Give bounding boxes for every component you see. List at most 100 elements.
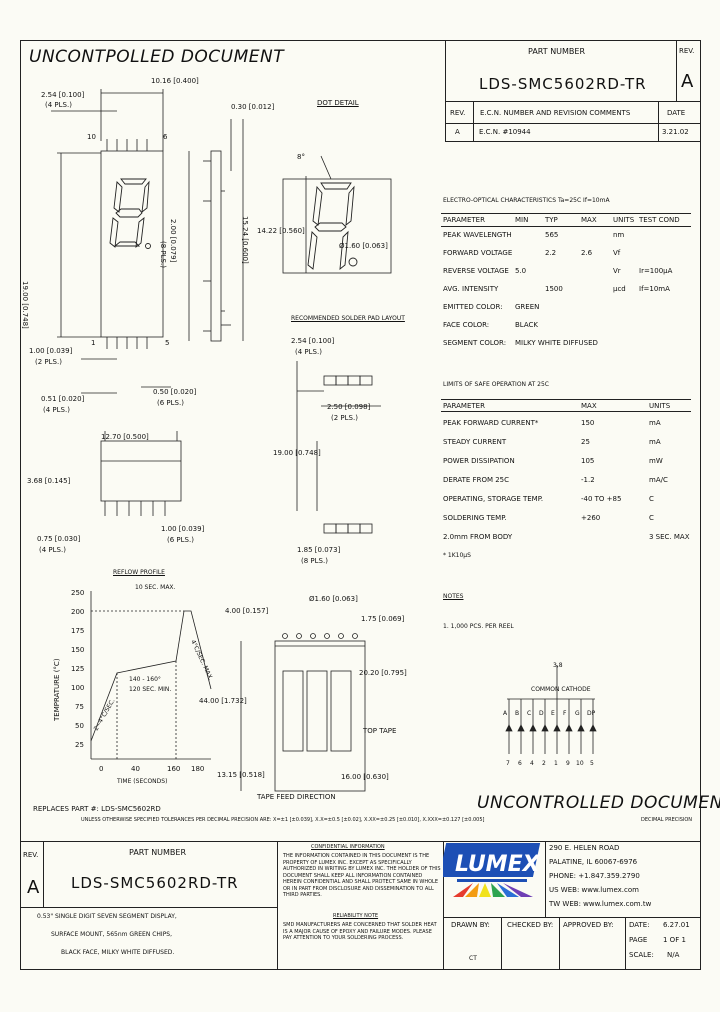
uncontrolled-watermark-bottom: UNCONTROLLED DOCUMENT: [477, 793, 720, 813]
part-number-label: PART NUMBER: [528, 47, 586, 56]
ecn-col-header: E.C.N. NUMBER AND REVISION COMMENTS: [480, 109, 631, 117]
reflow-ytick-150: 150: [71, 646, 84, 654]
eo-cell: 1500: [545, 285, 563, 293]
limits-cell: mA: [649, 438, 661, 446]
dim-1-00b: 1.00 [0.039]: [161, 525, 205, 533]
technical-drawings: [51, 89, 392, 792]
replaces-note: REPLACES PART #: LDS-SMC5602RD: [33, 805, 161, 813]
pin-9: 9: [566, 760, 570, 767]
eo-cell: PEAK WAVELENGTH: [443, 231, 512, 239]
dim-0-30: 0.30 [0.012]: [231, 103, 275, 111]
dim-19-00-h: 19.00 [0.748]: [273, 449, 321, 457]
dim-angle: 8°: [297, 153, 305, 161]
reflow-chart: 250 200 175 150 125 100 75 50 25 0 40 16…: [53, 584, 214, 785]
eo-cell: BLACK: [515, 321, 539, 329]
eo-cell: If=10mA: [639, 285, 670, 293]
drawing-sheet: UNCONTPOLLED DOCUMENT PART NUMBER LDS-SM…: [20, 40, 720, 970]
dim-1-85-pls: (8 PLS.): [301, 557, 328, 565]
decimal-precision-note: DECIMAL PRECISION: [641, 817, 693, 823]
reflow-ytick-75: 75: [75, 703, 84, 711]
limits-cell: -1.2: [581, 476, 595, 484]
cc-pin-top: 3,8: [553, 662, 563, 669]
limits-cell: C: [649, 514, 654, 522]
eo-cell: 565: [545, 231, 559, 239]
drawn-by-value: CT: [469, 955, 477, 962]
solder-pad-layout: [100, 361, 381, 534]
confidential-body: THE INFORMATION CONTAINED IN THIS DOCUME…: [283, 853, 441, 898]
reliability-title: RELIABILITY NOTE: [333, 913, 379, 919]
eo-cell: MILKY WHITE DIFFUSED: [515, 339, 598, 347]
seg-g: G: [575, 710, 580, 717]
limits-cell: 105: [581, 457, 595, 465]
pin-1-label: 1: [91, 339, 96, 347]
description-line-2: SURFACE MOUNT, 565nm GREEN CHIPS,: [51, 931, 173, 938]
limits-cell: mA: [649, 419, 661, 427]
pad-layout-title: RECOMMENDED SOLDER PAD LAYOUT: [291, 315, 405, 322]
eo-cell: Vr: [613, 267, 621, 275]
eo-cell: Vf: [613, 249, 621, 257]
company-us-web[interactable]: US WEB: www.lumex.com: [549, 886, 639, 894]
limits-cell: 2.0mm FROM BODY: [443, 533, 513, 541]
page-label: PAGE: [629, 936, 648, 944]
reliability-body: SMD MANUFACTURERS ARE CONCERNED THAT SOL…: [283, 922, 437, 941]
bottom-part-number-label: PART NUMBER: [129, 848, 187, 857]
eo-cell: 5.0: [515, 267, 527, 275]
limits-cell: STEADY CURRENT: [443, 438, 507, 446]
dim-0-51-pls: (4 PLS.): [43, 406, 70, 414]
eo-header-4: UNITS: [613, 216, 635, 224]
tape-dim-13-15: 13.15 [0.518]: [217, 771, 265, 779]
bottom-part-number: LDS-SMC5602RD-TR: [71, 874, 239, 892]
pin-6-label: 6: [163, 133, 168, 141]
eo-cell: GREEN: [515, 303, 540, 311]
tape-feed-direction: TAPE FEED DIRECTION: [257, 793, 336, 801]
pin-4: 4: [530, 760, 534, 767]
drawn-by-label: DRAWN BY:: [451, 921, 490, 929]
tape-dim-1-60: Ø1.60 [0.063]: [309, 595, 358, 603]
seg-b: B: [515, 710, 519, 717]
reflow-ytick-25: 25: [75, 741, 84, 749]
tape-dim-20-20: 20.20 [0.795]: [359, 669, 407, 677]
reflow-ytick-175: 175: [71, 627, 84, 635]
tape-dim-44-00: 44.00 [1.732]: [199, 697, 247, 705]
address-line-1: 290 E. HELEN ROAD: [549, 844, 620, 852]
reflow-ann-ramp-down: 4°C/SEC. MAX.: [189, 639, 214, 682]
tape-drawing: [240, 633, 366, 792]
company-tw-web[interactable]: TW WEB: www.lumex.com.tw: [549, 900, 652, 908]
dim-0-50-pls: (6 PLS.): [157, 399, 184, 407]
limits-header-1: MAX: [581, 402, 597, 410]
dim-0-75: 0.75 [0.030]: [37, 535, 81, 543]
eo-header-1: MIN: [515, 216, 529, 224]
reflow-xtick-0: 0: [99, 765, 103, 773]
pin-7: 7: [506, 760, 510, 767]
tolerance-note: UNLESS OTHERWISE SPECIFIED TOLERANCES PE…: [81, 817, 485, 823]
eo-cell: FORWARD VOLTAGE: [443, 249, 513, 257]
eo-header-5: TEST COND: [639, 216, 680, 224]
bottom-rev-label: REV.: [23, 851, 39, 859]
dim-3-68: 3.68 [0.145]: [27, 477, 71, 485]
dim-2-00-pls: (8 PLS.): [159, 241, 167, 268]
eo-header-2: TYP: [545, 216, 558, 224]
address-line-2: PALATINE, IL 60067-6976: [549, 858, 638, 866]
company-phone: PHONE: +1.847.359.2790: [549, 872, 640, 880]
eo-cell: FACE COLOR:: [443, 321, 490, 329]
limits-cell: POWER DISSIPATION: [443, 457, 515, 465]
dim-2-00: 2.00 [0.079]: [169, 219, 177, 263]
rev-row-date: 3.21.02: [662, 128, 689, 136]
reflow-title: REFLOW PROFILE: [113, 569, 165, 576]
limits-footnote: * 1K10µS: [443, 552, 471, 559]
reflow-ann-max: 10 SEC. MAX.: [135, 584, 176, 591]
part-number: LDS-SMC5602RD-TR: [479, 75, 647, 93]
pin-6: 6: [518, 760, 522, 767]
reflow-xlabel: TIME (SECONDS): [116, 778, 167, 785]
limits-cell: 3 SEC. MAX: [649, 533, 690, 541]
reflow-profile-line: [90, 610, 212, 742]
limits-cell: mW: [649, 457, 663, 465]
dim-0-50: 0.50 [0.020]: [153, 388, 197, 396]
rev-label: REV.: [679, 47, 695, 55]
dim-14-22: 14.22 [0.560]: [257, 227, 305, 235]
reflow-ytick-100: 100: [71, 684, 84, 692]
limits-cell: -40 TO +85: [581, 495, 622, 503]
logo-wordmark: LUMEX: [455, 852, 541, 877]
seven-segment-digit: [109, 178, 151, 249]
